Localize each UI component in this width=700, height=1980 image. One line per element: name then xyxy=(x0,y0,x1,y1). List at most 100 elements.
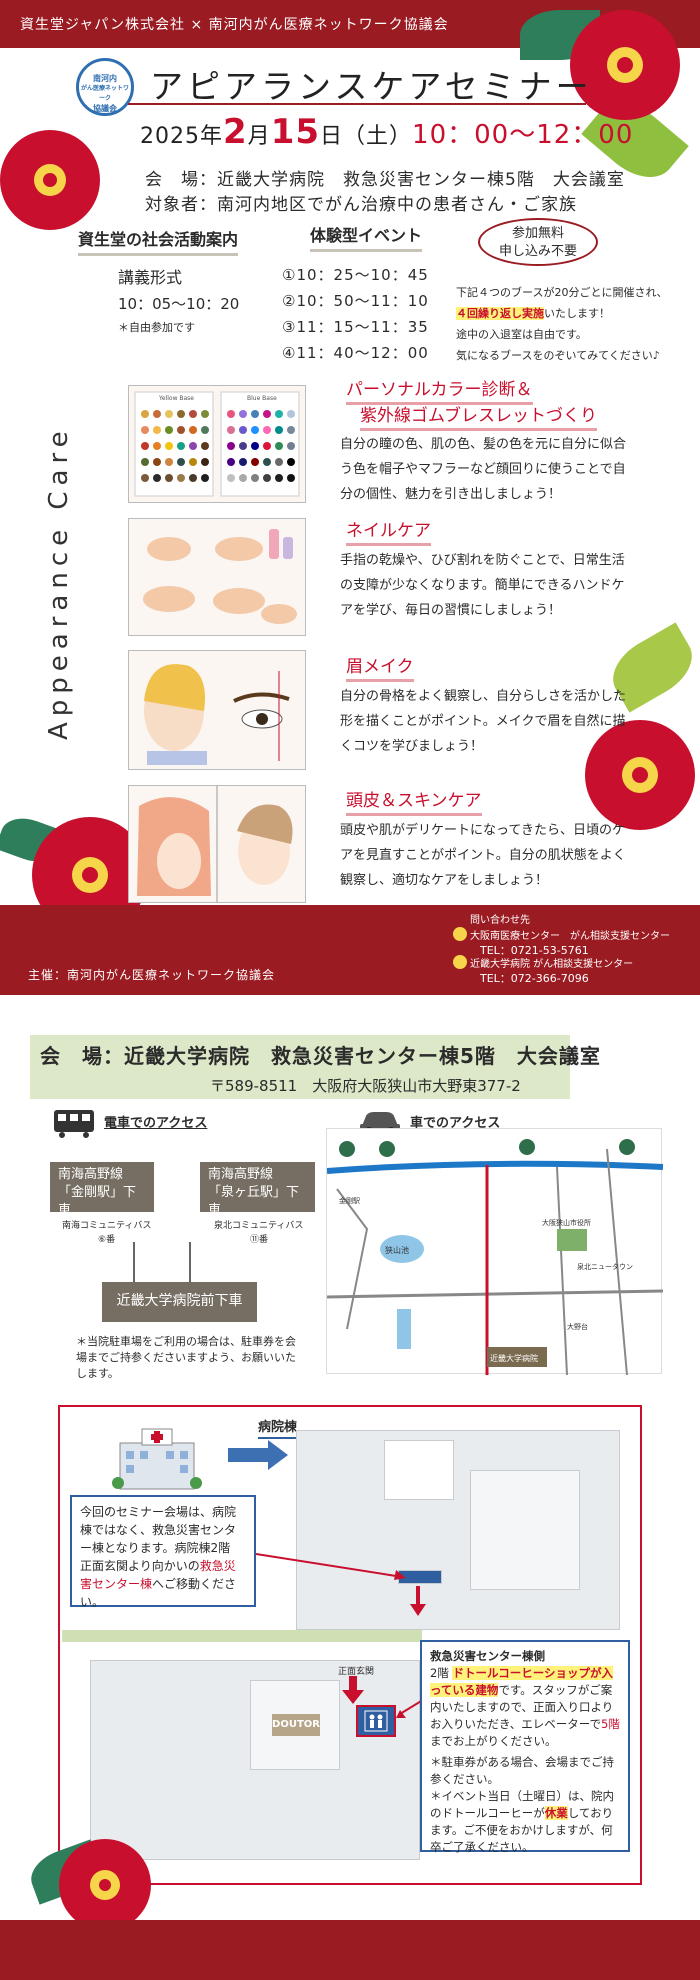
note-line: 気になるブースをのぞいてみてください♪ xyxy=(456,349,660,362)
line-name: 南海高野線 xyxy=(58,1167,124,1182)
session-time: ③11：15〜11：35 xyxy=(282,318,429,336)
sponsor-text: 主催：南河内がん医療ネットワーク協議会 xyxy=(28,968,276,982)
notice-text: 今回のセミナー会場は、病院棟ではなく、救急災害センター棟となります。病院棟2階 … xyxy=(80,1505,243,1573)
shop-name: DOUTOR xyxy=(272,1719,320,1730)
emergency-center-notice: 救急災害センター棟側 2階 ドトールコーヒーショップが入っている建物です。スタッ… xyxy=(420,1640,630,1854)
down-arrow-icon xyxy=(410,1586,426,1616)
footer-band xyxy=(0,905,700,995)
event-date: 2025年2月15日（土）10：00〜12：00 xyxy=(140,112,633,152)
logo-line: 南河内 xyxy=(93,74,117,83)
bus-route: 南海コミュニティバス xyxy=(62,1221,152,1231)
car-heading: 車でのアクセス xyxy=(410,1116,501,1131)
date-year: 2025年 xyxy=(140,124,223,149)
notice-red-text: 5階 xyxy=(601,1717,620,1731)
bus-route: 泉北コミュニティバス xyxy=(214,1221,304,1231)
arrow-right-icon xyxy=(228,1440,288,1470)
map-label: 大野台 xyxy=(567,1322,588,1331)
venue-box xyxy=(30,1035,570,1099)
note-line-rest: いたします！ xyxy=(544,307,610,320)
note-line: 途中の入退室は自由です。 xyxy=(456,328,587,341)
venue-line: 会 場：近畿大学病院 救急災害センター棟5階 大会議室 xyxy=(145,170,625,190)
lecture-format: 講義形式 xyxy=(118,268,183,287)
contact-title: 問い合わせ先 xyxy=(470,915,530,926)
notice-floor: 2階 xyxy=(430,1666,449,1680)
activity-body: 頭皮や肌がデリケートになってきたら、日頃のケアを見直すことがポイント。自分の肌状… xyxy=(340,823,626,888)
session-time: ①10：25〜10：45 xyxy=(282,266,429,284)
map-label: 金剛駅 xyxy=(339,1196,360,1205)
face-eyebrow-icon xyxy=(144,664,290,765)
hospital-building-icon xyxy=(112,1428,202,1490)
camellia-flower-icon xyxy=(585,720,695,830)
activity-title: ネイルケア xyxy=(346,516,431,546)
map-label: 大阪狭山市役所 xyxy=(542,1218,591,1227)
entrance-label: 正面玄関 xyxy=(338,1667,375,1677)
bus-number: ⑥番 xyxy=(98,1235,116,1245)
date-month-suffix: 月 xyxy=(247,124,271,149)
title-underline xyxy=(128,103,586,105)
notice-text: です。スタッフがご案内いたしますので、正面入り口よりお入りいただき、エレベーター… xyxy=(430,1683,614,1731)
activity-title: パーソナルカラー診断＆ xyxy=(346,375,533,405)
logo-line: がん医療ネットワーク xyxy=(80,85,129,102)
hospital-floor-block xyxy=(384,1440,454,1500)
notice-text: までお上がりください。 xyxy=(430,1734,557,1748)
bottom-band xyxy=(0,1920,700,1980)
organizer-text: 資生堂ジャパン株式会社 × 南河内がん医療ネットワーク協議会 xyxy=(20,17,449,33)
floor-guide-frame xyxy=(58,1405,642,1885)
activity-title: 眉メイク xyxy=(346,652,414,682)
activity-title: 紫外線ゴムブレスレットづくり xyxy=(360,401,597,431)
elevator-icon xyxy=(364,1710,388,1732)
note-line: ４回繰り返し実施いたします！ xyxy=(456,303,696,324)
target-line: 対象者：南河内地区でがん治療中の患者さん・ご家族 xyxy=(145,195,577,215)
scalp-skin-care-image xyxy=(128,785,306,903)
notice-heading: 救急災害センター棟側 xyxy=(430,1649,545,1663)
session-time: ②10：50〜11：10 xyxy=(282,292,429,310)
activity-body: 手指の乾燥や、ひび割れを防ぐことで、日常生活の支障が少なくなります。簡単にできる… xyxy=(340,553,625,618)
walkway-band xyxy=(62,1630,422,1642)
session-time: ④11：40〜12：00 xyxy=(282,344,429,362)
kongo-station-box: 南海高野線 「金剛駅」下車 xyxy=(50,1162,154,1218)
camellia-small-icon xyxy=(453,955,467,969)
scalp-care-icon xyxy=(137,786,293,902)
station-name: 「金剛駅」下車 xyxy=(58,1185,137,1218)
notice-text: ＊イベント当日（土曜日）は、院内のドトールコーヒーが xyxy=(430,1789,614,1820)
notice-text: しております。ご不便をおかけしますが、何卒ご了承ください。 xyxy=(430,1806,614,1854)
notice-text: へご移動ください。 xyxy=(80,1577,237,1609)
lecture-heading: 資生堂の社会活動案内 xyxy=(78,226,239,256)
camellia-flower-icon xyxy=(570,10,680,120)
closed-highlight: 休業 xyxy=(544,1806,568,1820)
contact-org: 近畿大学病院 がん相談支援センター xyxy=(470,959,634,970)
line-name: 南海高野線 xyxy=(208,1167,274,1182)
access-venue: 会 場：近畿大学病院 救急災害センター棟5階 大会議室 xyxy=(40,1044,601,1068)
notice-red-text: 救急災害センター棟 xyxy=(80,1559,236,1591)
map-label: 近畿大学病院 xyxy=(490,1353,538,1363)
destination-text: 近畿大学病院前下車 xyxy=(116,1293,243,1309)
note-line: 下記４つのブースが20分ごとに開催され、 xyxy=(456,286,668,299)
badge-line: 申し込み不要 xyxy=(498,244,577,259)
lecture-time: 10：05〜10：20 xyxy=(118,295,240,313)
hospital-wing-label: 病院棟 xyxy=(258,1418,298,1439)
logo-line: 協議会 xyxy=(93,104,117,113)
experience-notes: 下記４つのブースが20分ごとに開催され、 ４回繰り返し実施いたします！ 途中の入… xyxy=(456,282,696,366)
contact-org: 大阪南医療センター がん相談支援センター xyxy=(470,931,670,942)
nail-care-image xyxy=(128,518,306,636)
camellia-flower-icon xyxy=(0,130,100,230)
contact-tel: TEL：072-366-7096 xyxy=(480,972,589,985)
activity-body: 自分の瞳の色、肌の色、髪の色を元に自分に似合う色を帽子やマフラーなど顔回りに使う… xyxy=(340,437,627,502)
map-label: 泉北ニュータウン xyxy=(577,1262,633,1271)
page-title: アピアランスケアセミナー xyxy=(150,67,593,106)
network-logo: 南河内 がん医療ネットワーク 協議会 xyxy=(76,58,134,116)
station-name: 「泉ヶ丘駅」下車 xyxy=(208,1185,300,1218)
activity-body: 自分の骨格をよく観察し、自分らしさを活かした形を描くことがポイント。メイクで眉を… xyxy=(340,689,627,754)
access-address: 〒589-8511 大阪府大阪狭山市大野東377-2 xyxy=(210,1077,521,1095)
free-badge: 参加無料 申し込み不要 xyxy=(478,218,598,266)
parking-note: ＊当院駐車場をご利用の場合は、駐車券を会場までご持参くださいますよう、お願いいた… xyxy=(76,1335,296,1380)
appearance-care-label: Appearance Care xyxy=(44,425,74,740)
notice-closed: ＊イベント当日（土曜日）は、院内のドトールコーヒーが休業しております。ご不便をお… xyxy=(430,1788,620,1856)
experience-heading: 体験型イベント xyxy=(310,222,423,252)
hospital-floor-block xyxy=(470,1470,580,1590)
camellia-flower-icon xyxy=(32,817,148,933)
palette-label: Yellow Base xyxy=(158,395,194,402)
palette-label: Blue Base xyxy=(247,395,277,402)
road-map: 狭山池 近畿大学病院 大阪狭山市役所 大野台 泉北ニュータウン 金剛駅 xyxy=(326,1139,664,1376)
date-day-suffix: 日（土） xyxy=(320,124,413,149)
